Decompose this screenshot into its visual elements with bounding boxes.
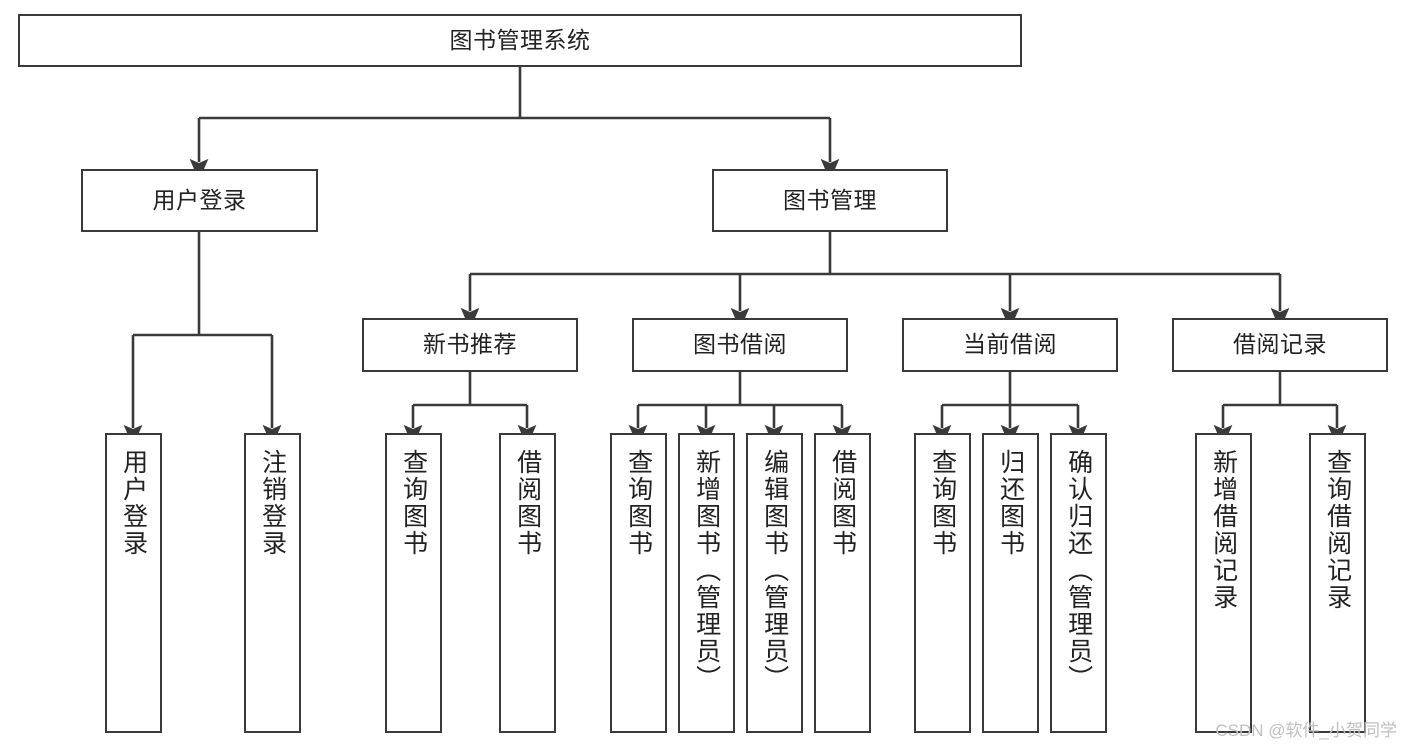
node-leaf-query-book-current[interactable]: 查询图书 xyxy=(914,433,971,733)
node-user-login-label: 用户登录 xyxy=(152,186,247,213)
watermark-text: CSDN @软件_小贺同学 xyxy=(1215,721,1397,740)
node-user-login[interactable]: 用户登录 xyxy=(81,169,318,232)
node-leaf-confirm-return-admin-label: 确认归还（管理员） xyxy=(1064,449,1093,692)
node-book-management[interactable]: 图书管理 xyxy=(712,169,948,232)
node-leaf-add-book-admin[interactable]: 新增图书（管理员） xyxy=(678,433,735,733)
node-current-borrow[interactable]: 当前借阅 xyxy=(902,318,1118,372)
node-root-label: 图书管理系统 xyxy=(449,26,591,53)
node-leaf-logout-label: 注销登录 xyxy=(258,449,287,557)
node-leaf-edit-book-admin-label: 编辑图书（管理员） xyxy=(760,449,789,692)
node-leaf-confirm-return-admin[interactable]: 确认归还（管理员） xyxy=(1050,433,1107,733)
node-new-book-recommend-label: 新书推荐 xyxy=(423,331,517,358)
node-leaf-query-book-borrow-label: 查询图书 xyxy=(624,449,653,557)
node-leaf-query-book-borrow[interactable]: 查询图书 xyxy=(610,433,667,733)
node-leaf-borrow-book-label: 借阅图书 xyxy=(828,449,857,557)
node-leaf-return-book[interactable]: 归还图书 xyxy=(982,433,1039,733)
node-leaf-edit-book-admin[interactable]: 编辑图书（管理员） xyxy=(746,433,803,733)
node-book-borrow-label: 图书借阅 xyxy=(693,331,787,358)
node-leaf-return-book-label: 归还图书 xyxy=(996,449,1025,557)
node-leaf-user-login[interactable]: 用户登录 xyxy=(105,433,162,733)
node-leaf-add-borrow-record[interactable]: 新增借阅记录 xyxy=(1195,433,1252,733)
node-book-borrow[interactable]: 图书借阅 xyxy=(632,318,848,372)
node-leaf-logout[interactable]: 注销登录 xyxy=(244,433,301,733)
node-leaf-borrow-book[interactable]: 借阅图书 xyxy=(814,433,871,733)
node-leaf-query-book-current-label: 查询图书 xyxy=(928,449,957,557)
node-leaf-borrow-book-recommend[interactable]: 借阅图书 xyxy=(499,433,556,733)
node-leaf-add-book-admin-label: 新增图书（管理员） xyxy=(692,449,721,692)
node-leaf-user-login-label: 用户登录 xyxy=(119,449,148,557)
node-leaf-query-book-recommend-label: 查询图书 xyxy=(399,449,428,557)
node-new-book-recommend[interactable]: 新书推荐 xyxy=(362,318,578,372)
node-leaf-query-book-recommend[interactable]: 查询图书 xyxy=(385,433,442,733)
node-borrow-record[interactable]: 借阅记录 xyxy=(1172,318,1388,372)
node-root-book-management-system[interactable]: 图书管理系统 xyxy=(18,14,1022,67)
node-book-management-label: 图书管理 xyxy=(783,186,877,213)
node-leaf-query-borrow-record-label: 查询借阅记录 xyxy=(1323,449,1352,611)
node-borrow-record-label: 借阅记录 xyxy=(1233,331,1327,358)
node-leaf-query-borrow-record[interactable]: 查询借阅记录 xyxy=(1309,433,1366,733)
node-leaf-borrow-book-recommend-label: 借阅图书 xyxy=(513,449,542,557)
node-current-borrow-label: 当前借阅 xyxy=(963,331,1057,358)
node-leaf-add-borrow-record-label: 新增借阅记录 xyxy=(1209,449,1238,611)
